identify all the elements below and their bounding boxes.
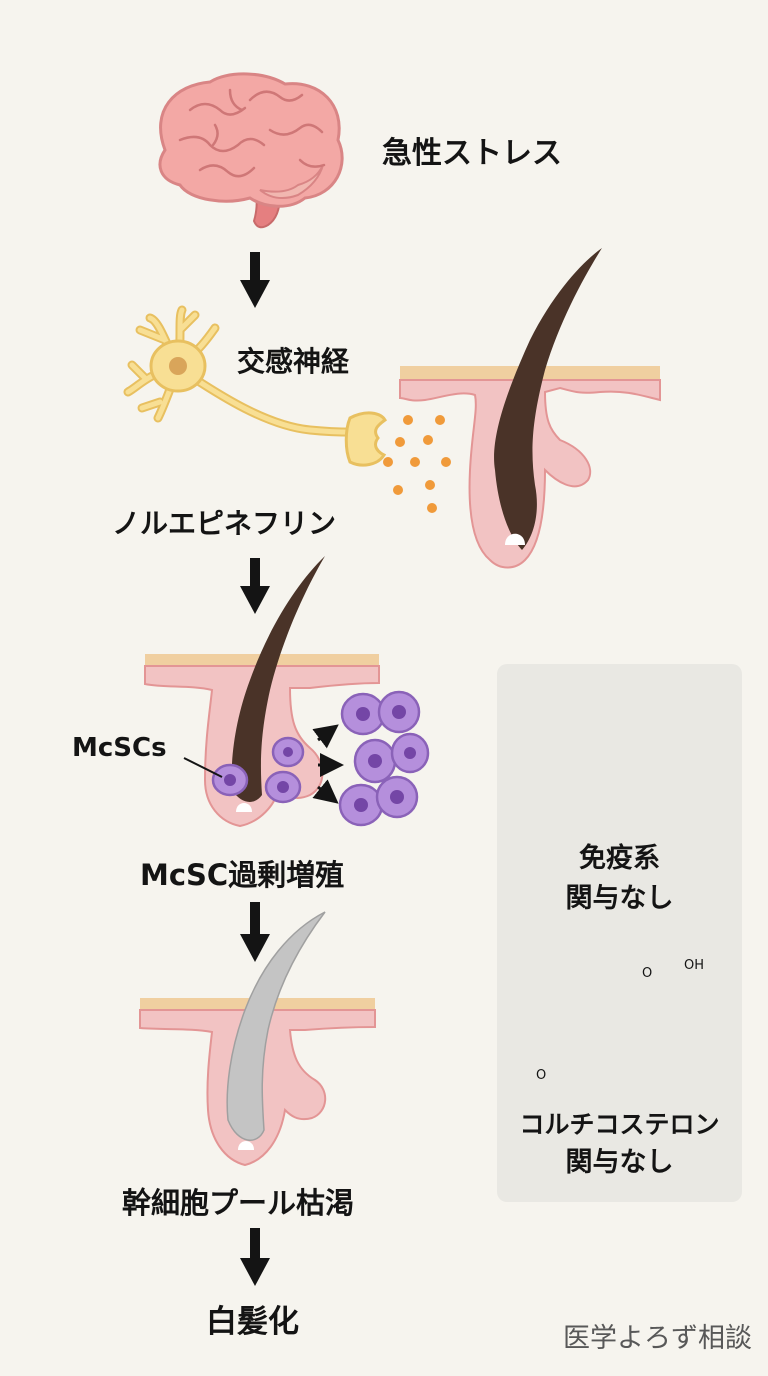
- step-sympathetic: 交感神経: [237, 345, 350, 378]
- brain-icon: [158, 72, 344, 229]
- hair-follicle-middle: [144, 556, 380, 828]
- step-stress: 急性ストレス: [382, 136, 562, 171]
- proliferated-cells: [338, 690, 430, 827]
- cortico-label-line2: 関与なし: [565, 1147, 674, 1178]
- molecule-oh-label: OH: [684, 958, 705, 973]
- cortico-label-line1: コルチコステロン: [519, 1110, 720, 1139]
- arrow-2: [250, 558, 260, 590]
- neuron-icon: [123, 305, 388, 467]
- immune-label-line2: 関与なし: [565, 883, 674, 914]
- arrow-3: [250, 902, 260, 938]
- step-norepinephrine: ノルエピネフリン: [112, 507, 337, 540]
- step-depletion: 幹細胞プール枯渇: [122, 1186, 355, 1220]
- hair-follicle-top: [399, 248, 661, 569]
- proliferation-arrows: [312, 724, 344, 804]
- hair-follicle-gray: [139, 911, 376, 1167]
- arrow-1: [250, 252, 260, 284]
- neurotransmitter-dots: [383, 415, 451, 513]
- mcsc-label: McSCs: [72, 733, 167, 763]
- molecule-o-left-label: O: [536, 1068, 547, 1083]
- step-graying: 白髪化: [206, 1304, 299, 1340]
- immune-label-line1: 免疫系: [579, 843, 660, 874]
- arrow-4: [250, 1228, 260, 1262]
- watermark: 医学よろず相談: [563, 1323, 752, 1354]
- molecule-o-top-label: O: [642, 966, 653, 981]
- exclusion-panel: [497, 664, 742, 1202]
- flow-arrows: [240, 252, 270, 1286]
- mcsc-pointer-line: [183, 757, 223, 778]
- step-proliferation: McSC過剰増殖: [140, 858, 345, 892]
